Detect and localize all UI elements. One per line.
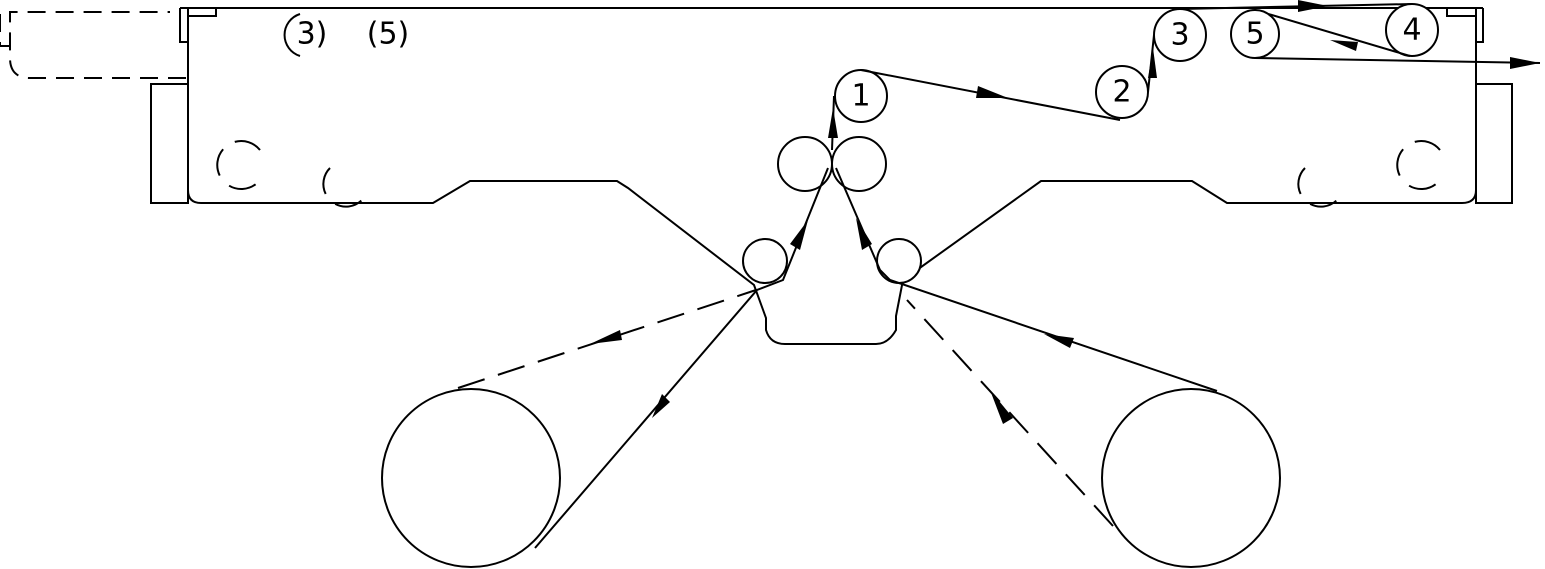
frame-top-right-notch	[1446, 7, 1484, 43]
arrow-roller-3-to-4	[1298, 0, 1328, 12]
label-left-3: 3)	[297, 17, 328, 52]
arrow-roller-2-to-3	[1148, 48, 1157, 78]
roller-5-label: 5	[1245, 17, 1264, 52]
right-side-block	[1475, 83, 1513, 204]
dashed-circle-left-2	[322, 167, 363, 208]
label-left-5: (5)	[367, 17, 410, 52]
roller-4	[1385, 3, 1439, 57]
roller-2-label: 2	[1112, 75, 1131, 110]
web-exit	[1254, 57, 1541, 64]
dashed-circle-right-2	[1297, 167, 1338, 208]
web-left-dashed	[457, 289, 757, 389]
dashed-housing	[0, 11, 186, 79]
left-side-block	[150, 83, 189, 204]
frame-outline	[187, 18, 1477, 345]
web-left-solid	[534, 167, 829, 549]
arrow-roller-4-to-5	[1330, 40, 1358, 51]
web-right-dashed	[906, 299, 1114, 527]
arrow-right-upper	[856, 218, 872, 250]
arrow-right-solid	[1044, 334, 1074, 348]
arrow-right-dashed	[990, 390, 1013, 424]
guide-roller-right	[876, 238, 922, 284]
arrow-roller-1-to-2	[976, 86, 1008, 98]
web-roller-3-to-4	[1179, 3, 1413, 10]
web-roller-4-to-5	[1254, 9, 1411, 57]
arrow-exit	[1510, 57, 1540, 69]
supply-roll-right	[1101, 388, 1281, 568]
arrow-nip-up	[828, 108, 838, 138]
nip-roller-right	[831, 136, 887, 192]
supply-roll-left	[381, 388, 561, 568]
nip-roller-left	[777, 136, 833, 192]
guide-roller-left	[742, 238, 788, 284]
roller-4-label: 4	[1402, 13, 1421, 48]
label-left-3-paren	[283, 13, 301, 57]
frame-top	[187, 7, 1477, 18]
roller-1-label: 1	[851, 79, 870, 114]
dashed-circle-left-1	[216, 140, 261, 190]
roller-3-label: 3	[1170, 18, 1189, 53]
arrow-left-upper	[790, 220, 808, 250]
arrow-left-dashed	[590, 330, 622, 344]
frame-top-left-notch	[179, 7, 217, 43]
arrow-left-solid	[652, 394, 670, 418]
dashed-circle-right-1	[1396, 140, 1441, 190]
